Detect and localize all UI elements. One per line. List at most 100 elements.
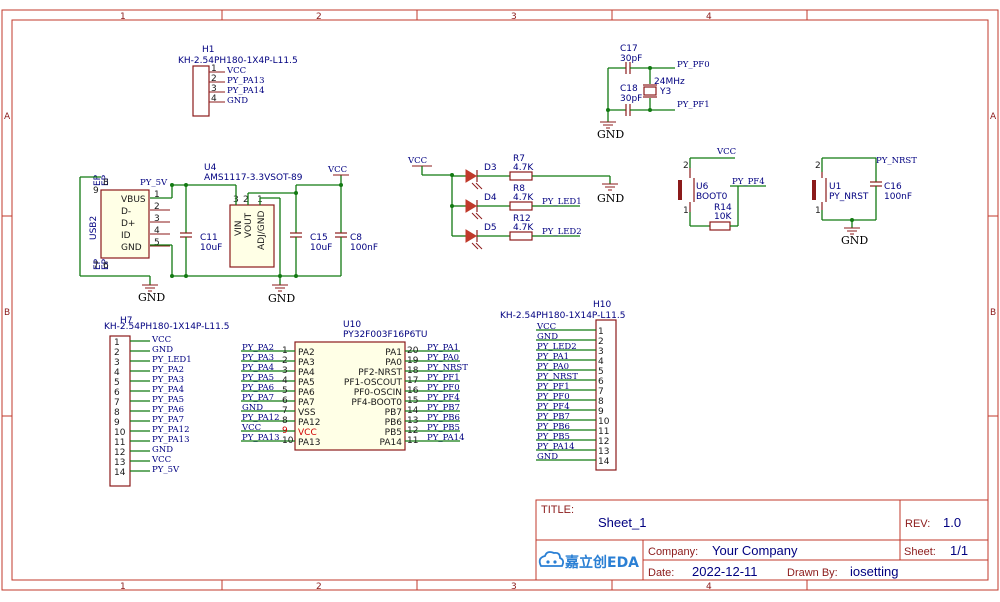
led-ray — [471, 212, 479, 220]
mcu-right-pin-num: 14 — [407, 406, 419, 416]
boot0-button-u6[interactable]: VCC 2 1 U6 BOOT0 PY_PF4 R14 10K — [678, 147, 766, 231]
y3-ref: Y3 — [659, 87, 671, 97]
connector-h10[interactable]: H10 KH-2.54PH180-1X14P-L11.5 1VCC2GND3PY… — [500, 300, 625, 471]
h1-net-label: PY_PA13 — [227, 76, 264, 86]
h7-net-label: VCC — [151, 335, 171, 345]
h10-net-label: PY_PB5 — [537, 432, 570, 442]
u6-name: BOOT0 — [696, 192, 728, 202]
d3-ref: D3 — [484, 163, 497, 173]
crystal-circuit[interactable]: C17 30pF C18 30pF 24MHz Y3 PY_PF0 PY_PF1… — [597, 44, 710, 141]
mcu-right-net-label: PY_PF1 — [427, 373, 460, 383]
r8-ref: R8 — [513, 184, 525, 194]
tb-drawn-value: iosetting — [850, 564, 898, 579]
mcu-left-pin-num: 10 — [282, 436, 294, 446]
c16-value: 100nF — [884, 192, 912, 202]
h7-pin-num: 12 — [114, 448, 125, 458]
c18-value: 30pF — [620, 94, 642, 104]
mcu-left-pin-name: PA3 — [298, 358, 315, 368]
crystal-gnd-label: GND — [597, 128, 624, 141]
h7-pin-num: 1 — [114, 338, 120, 348]
h7-net-label: PY_PA2 — [152, 365, 184, 375]
mcu-left-net-label: PY_PA5 — [242, 373, 274, 383]
mcu-right-net-label: PY_PA0 — [427, 353, 459, 363]
h10-pin-num: 10 — [598, 417, 610, 427]
reset-pin-2: 2 — [815, 161, 821, 171]
tb-sheet-label: Sheet: — [904, 546, 936, 558]
h7-pin-num: 9 — [114, 418, 120, 428]
led-vcc-label: VCC — [407, 156, 427, 166]
h10-pin-num: 5 — [598, 367, 604, 377]
h7-net-label: PY_LED1 — [152, 355, 192, 365]
frame-col-4-bottom: 4 — [706, 582, 712, 592]
usb-pin-6: 6 — [103, 261, 109, 271]
mcu-left-pin-num: 3 — [282, 366, 288, 376]
h7-pin-num: 3 — [114, 358, 120, 368]
tb-date-value: 2022-12-11 — [692, 564, 758, 579]
usb-pin-7: 7 — [93, 261, 99, 271]
u6-ref: U6 — [696, 182, 709, 192]
tb-rev-label: REV: — [905, 518, 930, 530]
usb-ep-top-label: EP — [93, 174, 103, 186]
mcu-right-pin-name: PF4-BOOT0 — [351, 398, 402, 408]
h10-net-label: GND — [537, 332, 558, 342]
h7-part: KH-2.54PH180-1X14P-L11.5 — [104, 322, 229, 332]
h1-net-label: PY_PA14 — [227, 86, 264, 96]
led-resistor — [509, 201, 533, 211]
h7-net-label: GND — [152, 445, 173, 455]
u10-body — [294, 341, 406, 451]
h10-ref: H10 — [593, 300, 611, 310]
usb-body — [100, 189, 150, 259]
led-indicators[interactable]: VCC D3 D4 D5 R7 4.7K R8 4.7K R12 4.7K GN… — [407, 154, 624, 250]
led-triangle — [465, 169, 477, 183]
h10-net-label: GND — [537, 452, 558, 462]
h7-net-label: GND — [152, 345, 173, 355]
ldo-vcc-label: VCC — [327, 165, 347, 175]
reset-button-u1[interactable]: PY_NRST 2 1 U1 PY_NRST C16 100nF GND — [812, 156, 917, 247]
h10-pin-num: 13 — [598, 447, 609, 457]
mcu-left-pin-num: 2 — [282, 356, 288, 366]
mcu-left-pin-name: VSS — [298, 408, 316, 418]
led-ray — [471, 182, 479, 190]
frame-row-a-right: A — [990, 112, 997, 122]
u4-pin-adj: ADJ/GND — [257, 211, 267, 250]
mcu-left-net-label: PY_PA7 — [242, 393, 274, 403]
mcu-right-net-label: PY_PB5 — [427, 423, 460, 433]
h7-ref: H7 — [120, 316, 133, 326]
mcu-left-pin-name: PA2 — [298, 348, 315, 358]
mcu-right-net-label: PY_PB6 — [427, 413, 460, 423]
h1-pin-num: 3 — [211, 84, 217, 94]
c15-ref: C15 — [310, 233, 328, 243]
h1-pin-num: 2 — [211, 74, 217, 84]
mcu-right-pin-num: 18 — [407, 366, 419, 376]
mcu-left-pin-name: PA6 — [298, 388, 315, 398]
mcu-left-net-label: PY_PA3 — [242, 353, 274, 363]
net-label-led2: PY_LED2 — [542, 227, 582, 237]
h10-net-label: PY_NRST — [537, 372, 578, 382]
mcu-left-net-label: PY_PA12 — [242, 413, 279, 423]
net-label-pf0: PY_PF0 — [677, 60, 710, 70]
h7-net-label: PY_PA7 — [152, 415, 184, 425]
mcu-right-pin-num: 19 — [407, 356, 419, 366]
eda-logo: 嘉立创EDA — [538, 551, 639, 571]
frame-col-1-bottom: 1 — [120, 582, 126, 592]
usb-ep-top-label2: EP — [101, 174, 111, 186]
h10-net-label: PY_PF1 — [537, 382, 570, 392]
u4-body — [229, 204, 275, 268]
net-label-nrst: PY_NRST — [876, 156, 917, 166]
c11-value: 10uF — [200, 243, 222, 253]
ldo-regulator-u4[interactable]: U4 AMS1117-3.3VSOT-89 VIN VOUT ADJ/GND 3… — [150, 163, 378, 305]
mcu-right-pin-name: PB6 — [385, 418, 403, 428]
mcu-right-net-label: PY_PB7 — [427, 403, 460, 413]
mcu-right-pin-num: 16 — [407, 386, 419, 396]
h10-net-label: PY_PB7 — [537, 412, 570, 422]
frame-col-3-top: 3 — [511, 12, 517, 22]
h1-part: KH-2.54PH180-1X4P-L11.5 — [178, 56, 298, 66]
h1-pin-num: 4 — [211, 94, 217, 104]
boot-button-actuator — [678, 180, 682, 200]
h10-net-label: PY_PF4 — [537, 402, 570, 412]
